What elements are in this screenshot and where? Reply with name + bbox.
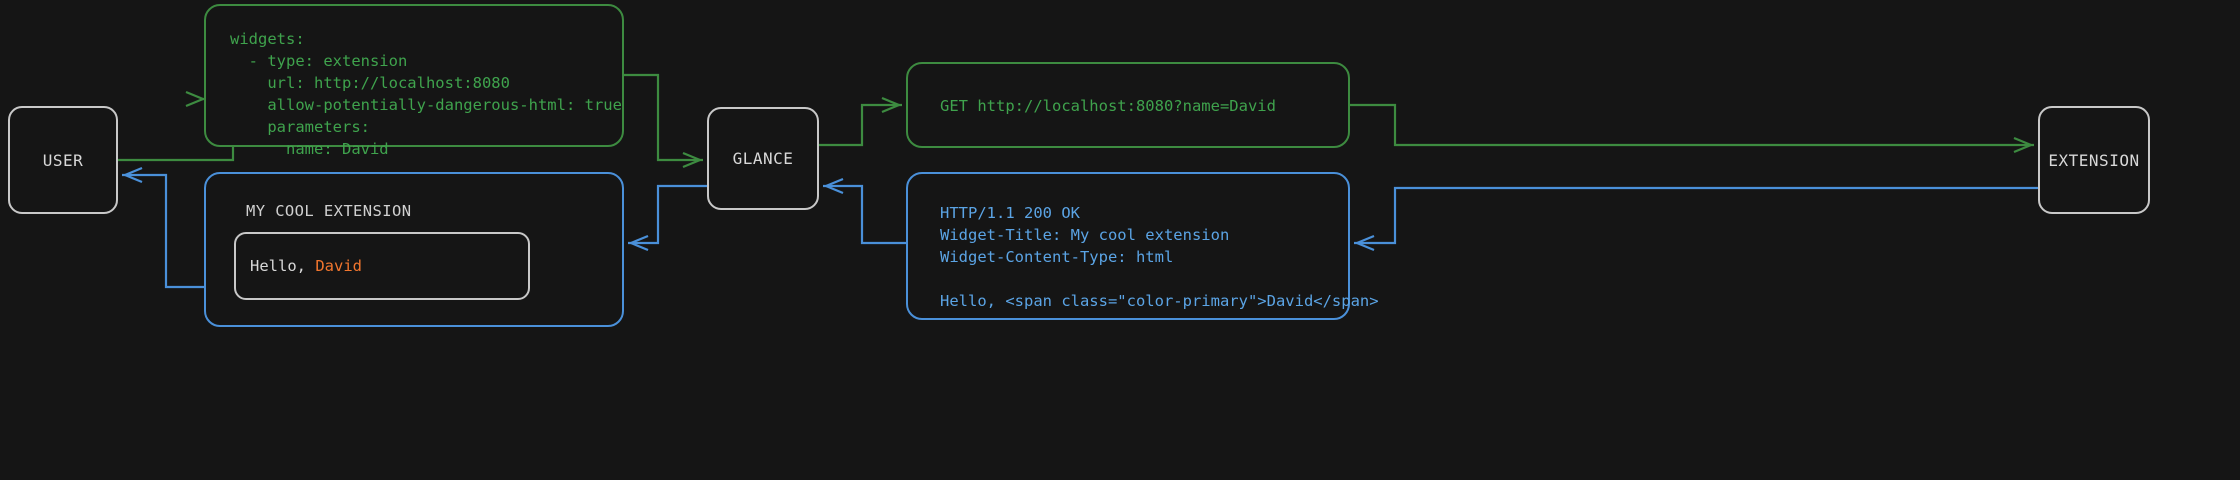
rendered-widget-body: Hello, David — [250, 257, 362, 275]
rendered-widget-body-accent: David — [315, 257, 362, 275]
edge-get-to-extension-head-a — [2013, 136, 2032, 147]
node-user[interactable]: USER — [8, 106, 118, 214]
yaml-config-code: widgets: - type: extension url: http://l… — [230, 30, 622, 158]
rendered-widget-body-prefix: Hello, — [250, 257, 316, 275]
http-response-code: HTTP/1.1 200 OK Widget-Title: My cool ex… — [940, 204, 1379, 310]
edge-glance-to-get-head-a — [881, 96, 900, 107]
edge-widget-to-user-head-a — [124, 166, 143, 177]
edge-user-to-yaml-head-b — [185, 97, 204, 108]
edge-response-to-glance-head-a — [825, 177, 844, 188]
rendered-widget-card: Hello, David — [234, 232, 530, 300]
node-glance[interactable]: GLANCE — [707, 107, 819, 210]
edge-glance-to-get-head-b — [881, 103, 900, 114]
edge-glance-to-widget — [628, 184, 707, 245]
rendered-widget-title: MY COOL EXTENSION — [246, 202, 412, 220]
panel-yaml-config: widgets: - type: extension url: http://l… — [204, 4, 624, 158]
edge-yaml-to-glance — [624, 73, 703, 162]
node-glance-label: GLANCE — [732, 149, 794, 168]
edge-get-to-extension — [1350, 103, 2034, 147]
edge-glance-to-get — [819, 103, 902, 147]
edge-yaml-to-glance-head-a — [682, 151, 701, 162]
node-extension-label: EXTENSION — [2048, 150, 2140, 170]
edge-get-to-extension-head-b — [2013, 143, 2032, 154]
http-request-code: GET http://localhost:8080?name=David — [940, 97, 1276, 115]
edge-glance-to-widget-head-b — [630, 241, 649, 252]
edge-response-to-glance — [823, 184, 906, 245]
panel-http-request: GET http://localhost:8080?name=David — [906, 62, 1350, 148]
edge-response-to-glance-head-b — [825, 184, 844, 195]
node-user-label: USER — [42, 150, 84, 170]
edge-extension-to-response — [1354, 186, 2038, 245]
edge-user-to-yaml-head-a — [185, 90, 204, 101]
node-extension[interactable]: EXTENSION — [2038, 106, 2150, 214]
edge-glance-to-widget-head-a — [630, 234, 649, 245]
edge-yaml-to-glance-head-b — [682, 158, 701, 169]
edge-widget-to-user — [122, 173, 204, 289]
edge-widget-to-user-head-b — [124, 173, 143, 184]
panel-rendered-widget: MY COOL EXTENSION Hello, David — [204, 172, 624, 327]
panel-http-response: HTTP/1.1 200 OK Widget-Title: My cool ex… — [906, 172, 1379, 320]
